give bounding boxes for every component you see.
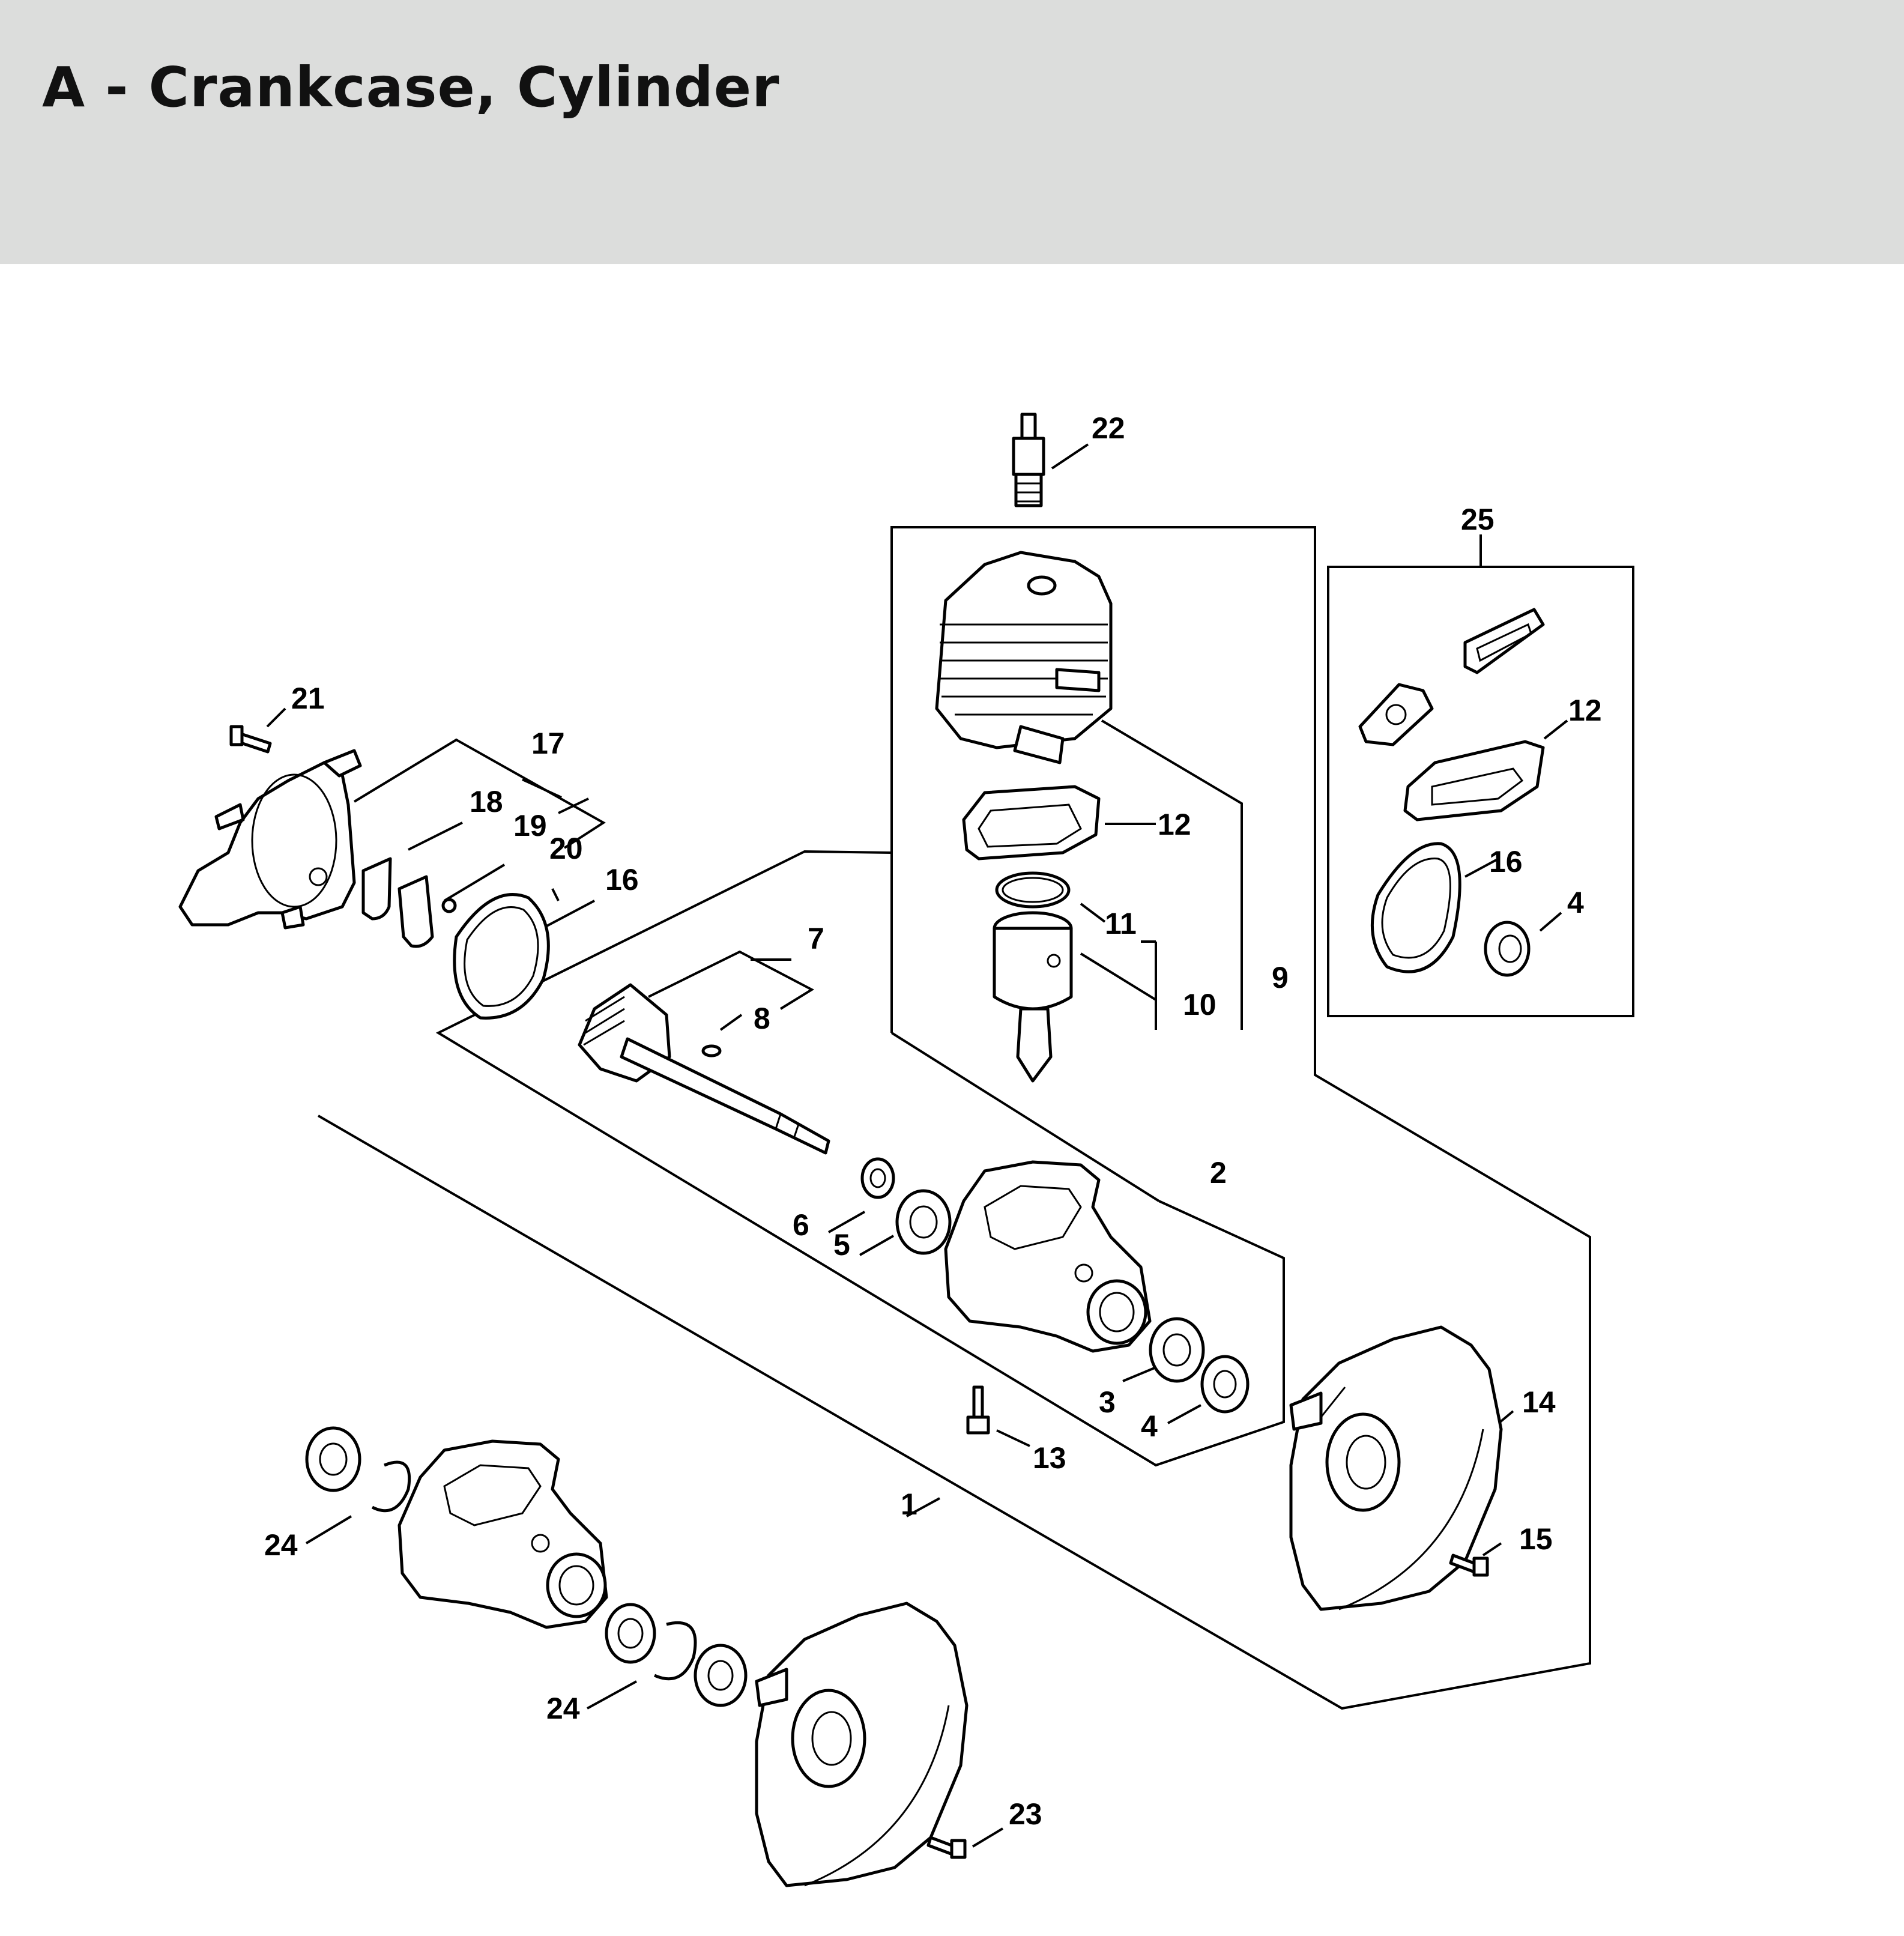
callout-22: 22	[1092, 411, 1125, 445]
callout-16: 16	[605, 863, 639, 897]
callout-24: 24	[264, 1528, 298, 1562]
callout-12: 12	[1568, 694, 1602, 727]
key-part	[701, 1044, 722, 1057]
cylinder-part	[935, 551, 1113, 764]
lower-fan-housing-part	[755, 1602, 969, 1887]
cylinder-gasket-part	[962, 785, 1101, 861]
callout-6: 6	[793, 1208, 809, 1242]
callout-labels: 1 2 3 4 4 5 6 7 8 9 10 11 12 12 13 14 15…	[264, 411, 1602, 1831]
callout-15: 15	[1519, 1522, 1553, 1556]
assembly-bracket-lines	[317, 526, 1634, 1710]
crankcase-housing-part	[944, 1160, 1152, 1353]
screw-23-part	[926, 1836, 967, 1859]
callout-23: 23	[1009, 1797, 1042, 1831]
callout-4: 4	[1567, 886, 1584, 919]
callout-12: 12	[1158, 808, 1191, 841]
callout-7: 7	[808, 922, 824, 955]
bearing-circlip-upper-parts	[305, 1426, 411, 1513]
callout-8: 8	[754, 1002, 770, 1035]
screw-15-part	[1449, 1553, 1489, 1577]
callout-21: 21	[291, 682, 325, 715]
callout-3: 3	[1099, 1385, 1116, 1419]
cover-assembly-part	[178, 749, 362, 930]
callout-14: 14	[1522, 1385, 1556, 1419]
callout-16: 16	[1489, 845, 1523, 879]
screw-21-part	[229, 725, 272, 754]
crankshaft-part	[578, 983, 830, 1155]
bearing-circlip-lower-parts	[605, 1603, 748, 1707]
callout-10: 10	[1183, 988, 1216, 1021]
callout-13: 13	[1033, 1441, 1066, 1475]
callout-11: 11	[1105, 907, 1137, 940]
piston-ring-part	[995, 871, 1071, 909]
leader-lines	[266, 443, 1568, 1848]
washer-bearing-parts	[860, 1157, 952, 1255]
cover-gasket-part	[453, 893, 550, 1020]
spark-plug-part	[1012, 413, 1045, 507]
callout-25: 25	[1461, 503, 1494, 536]
page-title: A - Crankcase, Cylinder	[42, 55, 780, 119]
callout-1: 1	[901, 1487, 917, 1521]
callout-2: 2	[1210, 1156, 1227, 1190]
screw-13-part	[966, 1385, 990, 1435]
callout-4: 4	[1141, 1409, 1158, 1443]
piston-part	[993, 911, 1073, 1083]
bearing-seal-parts	[1149, 1317, 1250, 1414]
title-banner: A - Crankcase, Cylinder	[0, 0, 1904, 264]
callout-5: 5	[833, 1228, 850, 1262]
gasket-set-parts	[1358, 608, 1545, 977]
callout-19: 19	[513, 809, 547, 842]
callout-18: 18	[470, 785, 503, 818]
callout-9: 9	[1272, 961, 1289, 994]
fan-housing-part	[1289, 1325, 1503, 1611]
callout-24: 24	[546, 1692, 580, 1725]
plates-18-19-20-parts	[361, 857, 457, 948]
callout-17: 17	[531, 727, 565, 760]
lower-crankcase-housing-part	[397, 1439, 608, 1629]
callout-20: 20	[549, 832, 583, 865]
